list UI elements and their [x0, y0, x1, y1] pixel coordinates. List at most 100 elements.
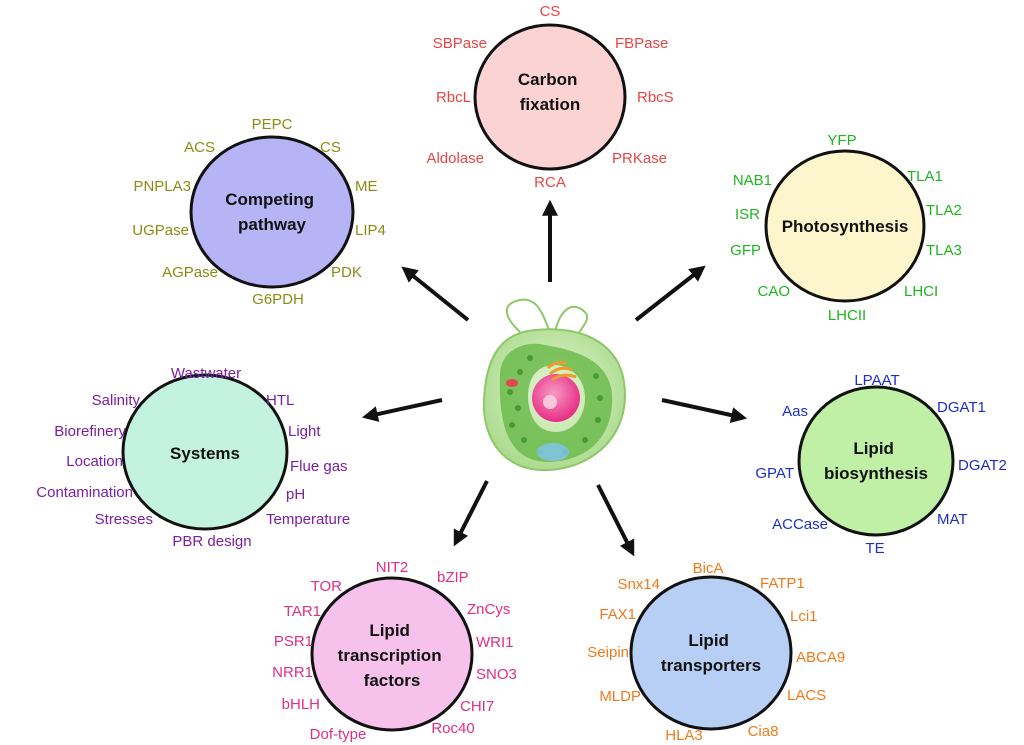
gene-label: DGAT2 [958, 457, 1007, 474]
gene-label: TOR [311, 578, 343, 595]
hub-circle [797, 385, 955, 537]
hub-title: Lipid transporters [661, 631, 761, 675]
gene-label: bHLH [282, 696, 320, 713]
gene-label: CS [540, 3, 561, 20]
gene-label: GPAT [755, 465, 794, 482]
hub-circle [629, 575, 793, 731]
gene-labels: LPAAT Aas DGAT1 GPAT DGAT2 ACCase MAT TE [755, 372, 1007, 557]
arrow-to-lipid-transcription-factors [453, 480, 489, 547]
flagellum-left [505, 298, 551, 333]
gene-label: FAX1 [599, 606, 636, 623]
chloroplast [499, 343, 613, 463]
hub-circle [189, 135, 355, 289]
hub-lipid-biosynthesis: Lipid biosynthesis LPAAT Aas DGAT1 GPAT … [755, 372, 1007, 557]
gene-label: ZnCys [467, 601, 510, 618]
gene-label: UGPase [132, 222, 189, 239]
gene-label: Flue gas [290, 458, 348, 475]
gene-label: LHCI [904, 283, 938, 300]
gene-label: pH [286, 486, 305, 503]
gene-label: Biorefinery [54, 423, 126, 440]
algae-cell-illustration [482, 298, 627, 472]
gene-label: MAT [937, 511, 968, 528]
gene-label: PSR1 [274, 633, 313, 650]
gene-label: NRR1 [272, 664, 313, 681]
hub-title: Competing pathway [225, 190, 319, 234]
eyespot [506, 379, 518, 387]
gene-label: RCA [534, 174, 566, 191]
hub-circle [310, 576, 474, 732]
hub-title: Photosynthesis [782, 217, 909, 236]
nucleolus [543, 395, 557, 409]
gene-labels: Wastwater Salinity HTL Biorefinery Light… [36, 365, 350, 550]
arrow-to-lipid-biosynthesis [661, 398, 748, 423]
flagellum-right [554, 305, 589, 341]
gene-label: Snx14 [617, 576, 660, 593]
hub-title: Systems [170, 444, 240, 463]
gene-label: Roc40 [431, 720, 474, 737]
nucleus [532, 374, 580, 422]
arrow-to-systems [361, 398, 443, 422]
hub-title: Lipid biosynthesis [824, 439, 928, 483]
gene-label: LPAAT [854, 372, 899, 389]
gene-label: PEPC [252, 116, 293, 133]
hub-circle [121, 373, 289, 531]
gene-label: ME [355, 178, 378, 195]
gene-label: CS [320, 139, 341, 156]
gene-label: CHI7 [460, 698, 494, 715]
gene-label: G6PDH [252, 291, 304, 308]
hub-systems: Systems Wastwater Salinity HTL Biorefine… [36, 365, 350, 550]
gene-label: AGPase [162, 264, 218, 281]
gene-label: Aas [782, 403, 808, 420]
gene-label: Stresses [95, 511, 153, 528]
gene-labels: BicA Snx14 FATP1 FAX1 Lci1 Seipin ABCA9 … [587, 560, 845, 744]
golgi-apparatus [546, 361, 577, 382]
gene-label: RbcL [436, 89, 471, 106]
gene-label: GFP [730, 242, 761, 259]
gene-label: NAB1 [733, 172, 772, 189]
arrow-to-lipid-transporters [596, 484, 635, 557]
hub-photosynthesis: Photosynthesis YFP NAB1 TLA1 ISR TLA2 GF… [730, 132, 962, 324]
gene-label: Seipin [587, 644, 629, 661]
hub-carbon-fixation: Carbon fixation CS SBPase FBPase RbcL Rb… [426, 3, 673, 191]
starch-vacuole [537, 443, 569, 461]
gene-label: NIT2 [376, 559, 409, 576]
hub-circle [764, 149, 926, 303]
gene-label: TLA3 [926, 242, 962, 259]
gene-label: CAO [757, 283, 790, 300]
gene-label: MLDP [599, 688, 641, 705]
gene-label: LACS [787, 687, 826, 704]
gene-label: Cia8 [748, 723, 779, 740]
gene-label: TLA2 [926, 202, 962, 219]
gene-label: ACCase [772, 516, 828, 533]
gene-label: Salinity [92, 392, 141, 409]
gene-labels: CS SBPase FBPase RbcL RbcS Aldolase PRKa… [426, 3, 673, 191]
gene-label: TAR1 [284, 603, 321, 620]
gene-label: RbcS [637, 89, 674, 106]
arrows [361, 199, 748, 557]
hub-circle [473, 23, 627, 171]
gene-labels: PEPC ACS CS PNPLA3 ME UGPase LIP4 AGPase… [132, 116, 386, 308]
hub-competing-pathway: Competing pathway PEPC ACS CS PNPLA3 ME … [132, 116, 386, 308]
gene-label: WRI1 [476, 634, 514, 651]
gene-label: Location [66, 453, 123, 470]
gene-label: PRKase [612, 150, 667, 167]
gene-label: ISR [735, 206, 760, 223]
gene-label: Wastwater [171, 365, 241, 382]
gene-labels: YFP NAB1 TLA1 ISR TLA2 GFP TLA3 CAO LHCI… [730, 132, 962, 324]
gene-label: YFP [827, 132, 856, 149]
gene-label: HTL [266, 392, 294, 409]
gene-label: PDK [331, 264, 362, 281]
arrow-to-photosynthesis [634, 265, 706, 322]
gene-label: PBR design [172, 533, 251, 550]
gene-label: Dof-type [310, 726, 367, 743]
gene-label: DGAT1 [937, 399, 986, 416]
gene-label: SBPase [433, 35, 487, 52]
hub-lipid-transcription-factors: Lipid transcription factors NIT2 TOR bZI… [272, 559, 517, 743]
gene-label: ABCA9 [796, 649, 845, 666]
hub-lipid-transporters: Lipid transporters BicA Snx14 FATP1 FAX1… [587, 560, 845, 744]
gene-label: HLA3 [665, 727, 703, 744]
gene-label: Contamination [36, 484, 133, 501]
gene-label: TE [865, 540, 884, 557]
gene-labels: NIT2 TOR bZIP TAR1 ZnCys PSR1 WRI1 NRR1 … [272, 559, 517, 743]
